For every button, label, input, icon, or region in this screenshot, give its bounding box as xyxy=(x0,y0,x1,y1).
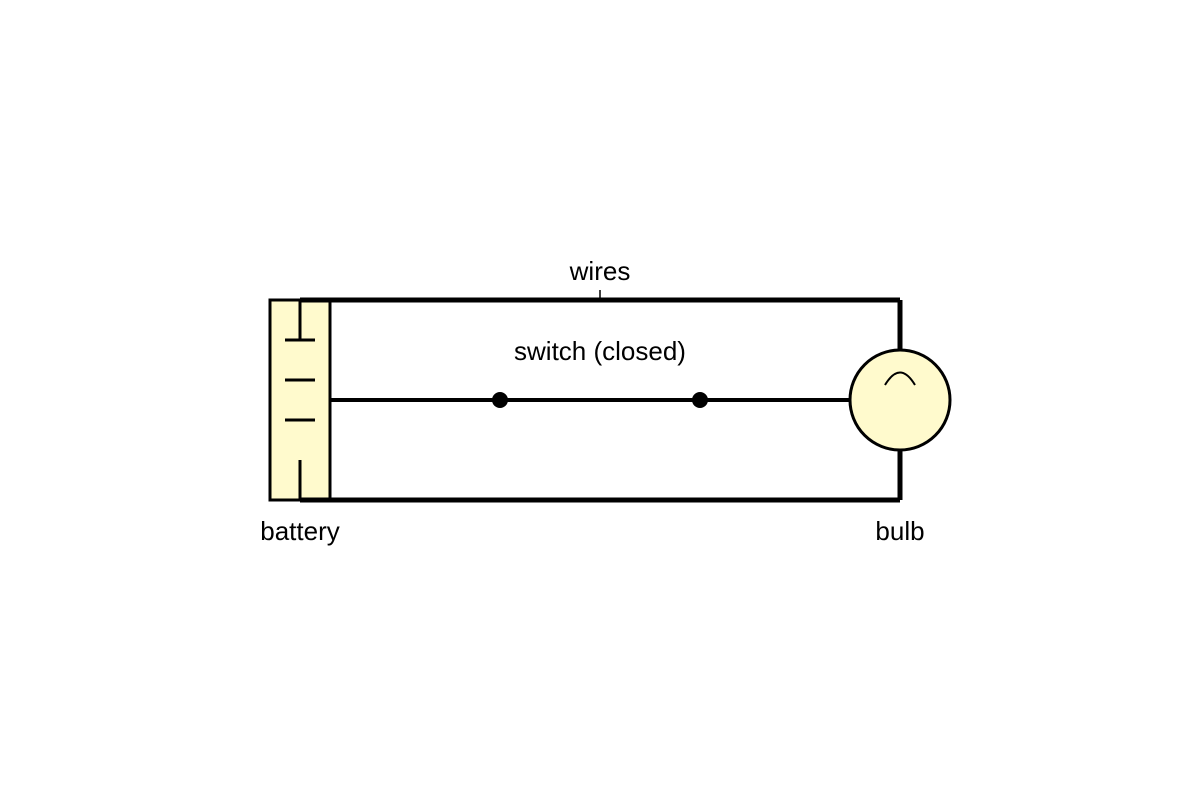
bulb-glass xyxy=(848,348,952,452)
battery xyxy=(268,298,332,502)
wires xyxy=(300,290,903,503)
bulb-label: bulb xyxy=(875,516,924,546)
switch-contact-right xyxy=(692,392,708,408)
bulb-filament xyxy=(884,371,916,386)
switch xyxy=(492,392,708,408)
switch-label: switch (closed) xyxy=(514,336,686,366)
switch-contact-left xyxy=(492,392,508,408)
wires-label: wires xyxy=(569,256,631,286)
battery-label: battery xyxy=(260,516,340,546)
bulb xyxy=(848,348,952,452)
